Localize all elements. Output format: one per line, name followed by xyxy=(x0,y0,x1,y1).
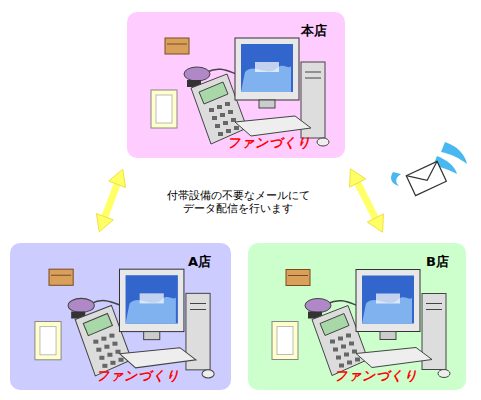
data-flow-arrow xyxy=(350,169,384,233)
mail-icon xyxy=(385,140,475,200)
slogan-text: ファンづくり xyxy=(227,134,311,152)
store-name: 本店 xyxy=(301,22,327,40)
data-flow-arrow xyxy=(96,169,125,232)
store-name: B店 xyxy=(426,253,449,271)
slogan-text: ファンづくり xyxy=(96,367,180,385)
store-name: A店 xyxy=(188,253,211,271)
slogan-text: ファンづくり xyxy=(334,367,418,385)
note-text: 付帯設備の不要なメールにて データ配信を行います xyxy=(163,189,313,215)
